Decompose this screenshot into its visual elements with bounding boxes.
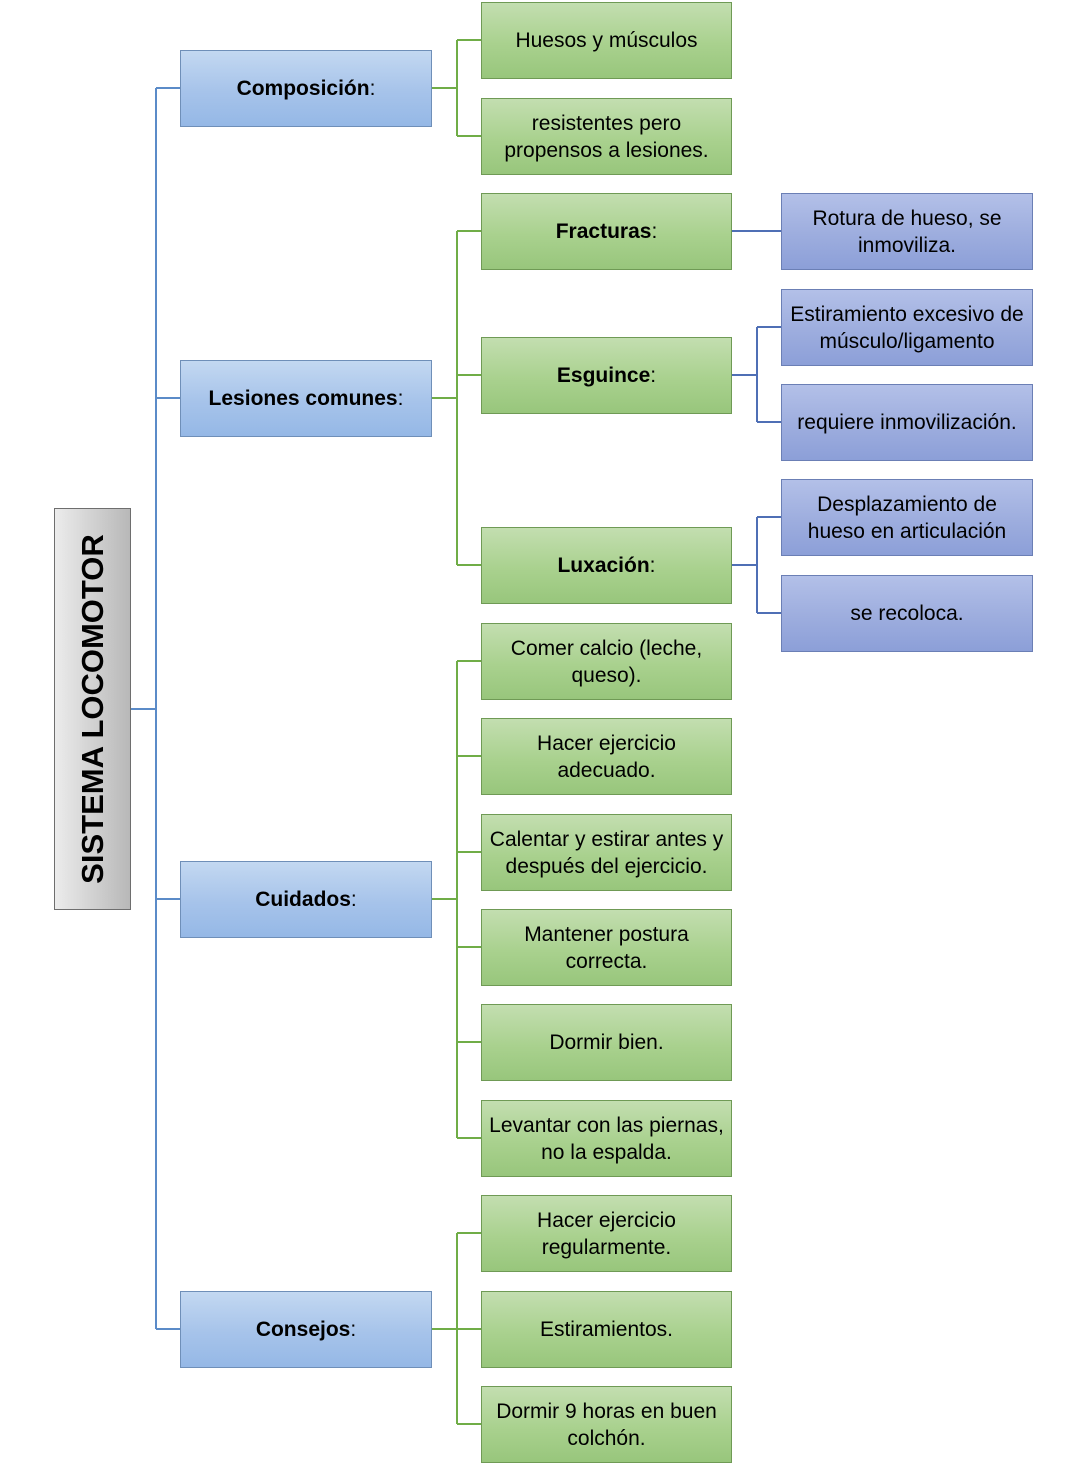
detail-esguince-2: requiere inmovilización. (781, 384, 1033, 461)
root-node: SISTEMA LOCOMOTOR (54, 508, 131, 910)
item-resistentes: resistentes pero propensos a lesiones. (481, 98, 732, 175)
item-huesos-musculos: Huesos y músculos (481, 2, 732, 79)
root-title: SISTEMA LOCOMOTOR (74, 534, 110, 884)
category-cuidados: Cuidados: (180, 861, 432, 938)
detail-fracturas: Rotura de hueso, se inmoviliza. (781, 193, 1033, 270)
item-cuidado-5: Dormir bien. (481, 1004, 732, 1081)
item-esguince: Esguince: (481, 337, 732, 414)
category-label: Composición (236, 77, 370, 100)
category-composicion: Composición: (180, 50, 432, 127)
category-lesiones-comunes: Lesiones comunes: (180, 360, 432, 437)
item-cuidado-2: Hacer ejercicio adecuado. (481, 718, 732, 795)
item-luxacion: Luxación: (481, 527, 732, 604)
item-cuidado-1: Comer calcio (leche, queso). (481, 623, 732, 700)
category-label: Lesiones comunes (208, 387, 398, 410)
item-cuidado-6: Levantar con las piernas, no la espalda. (481, 1100, 732, 1177)
item-consejo-2: Estiramientos. (481, 1291, 732, 1368)
item-cuidado-3: Calentar y estirar antes y después del e… (481, 814, 732, 891)
detail-luxacion-1: Desplazamiento de hueso en articulación (781, 479, 1033, 556)
category-consejos: Consejos: (180, 1291, 432, 1368)
category-label: Consejos (255, 1318, 351, 1341)
item-cuidado-4: Mantener postura correcta. (481, 909, 732, 986)
detail-luxacion-2: se recoloca. (781, 575, 1033, 652)
item-consejo-3: Dormir 9 horas en buen colchón. (481, 1386, 732, 1463)
item-fracturas: Fracturas: (481, 193, 732, 270)
category-label: Cuidados (255, 888, 351, 911)
detail-esguince-1: Estiramiento excesivo de músculo/ligamen… (781, 289, 1033, 366)
item-consejo-1: Hacer ejercicio regularmente. (481, 1195, 732, 1272)
